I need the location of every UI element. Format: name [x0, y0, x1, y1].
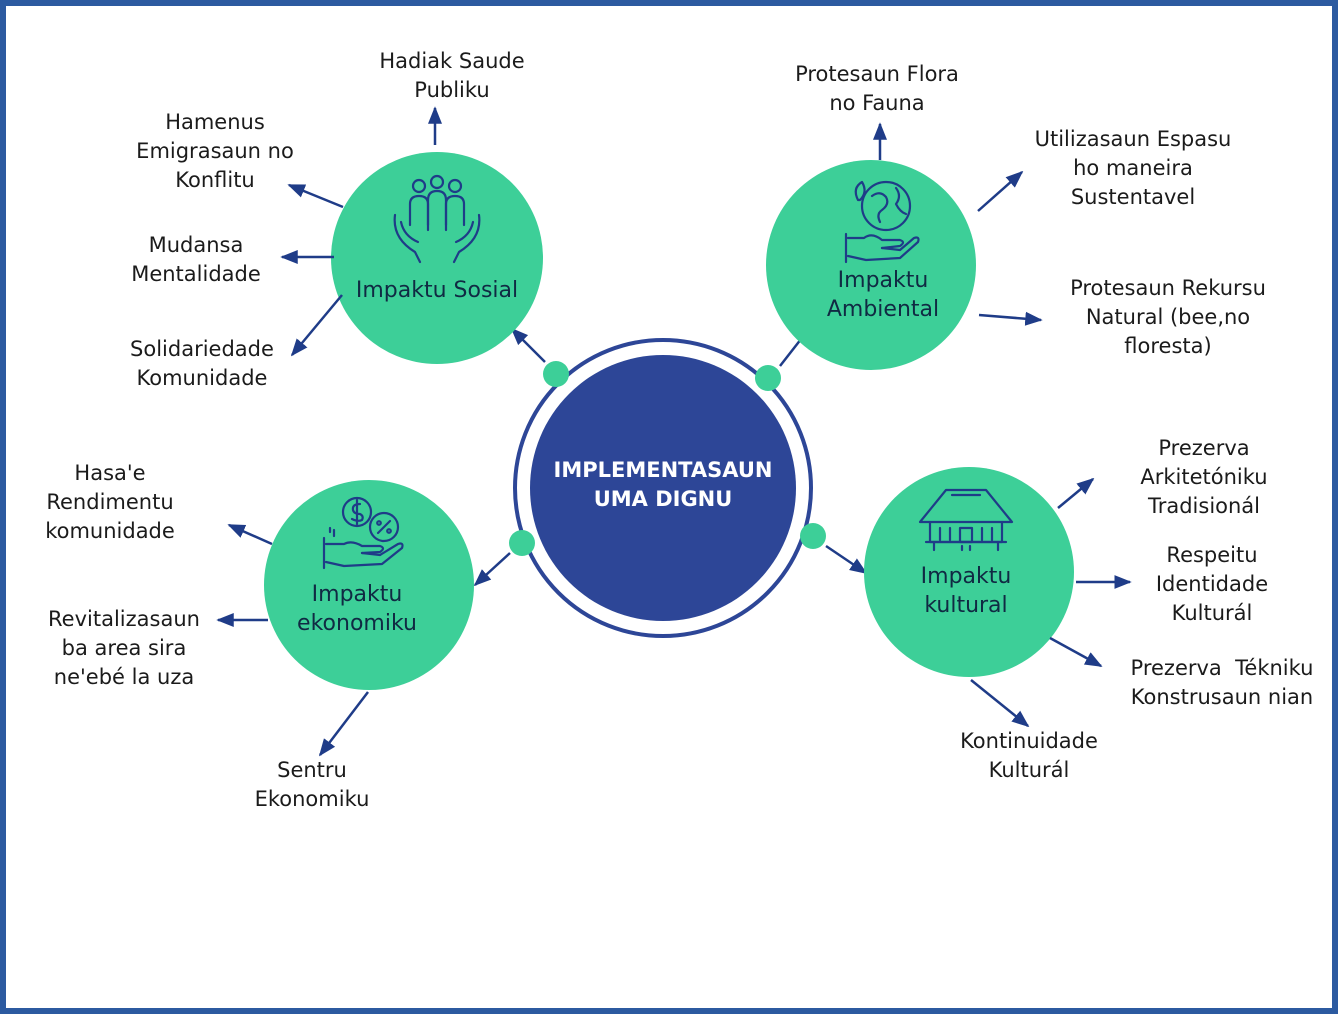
node-label-ekonomiku: Impaktu ekonomiku [297, 582, 417, 636]
arrow-rekursu [978, 311, 1043, 326]
arrow-tekniku [1049, 636, 1103, 668]
outer-arrows [216, 106, 1132, 757]
globe-in-hand-icon [844, 180, 920, 264]
people-in-hands-icon [393, 174, 481, 264]
item-identidade-kultural: Respeitu Identidade Kulturál [1155, 543, 1269, 625]
hub-title: IMPLEMENTASAUN UMA DIGNU [553, 458, 773, 511]
hub-circle [530, 355, 796, 621]
item-saude-publiku: Hadiak Saude Publiku [379, 49, 525, 102]
money-hand-icon [322, 496, 404, 570]
arrow-hub-ekonomiku [473, 552, 511, 587]
arrow-hub-kultural [825, 544, 868, 575]
arrow-emigrasaun [287, 183, 344, 209]
item-rendimentu-komunidade: Hasa'e Rendimentu komunidade [45, 461, 175, 543]
item-arkitetoniku-tradisional: Prezerva Arkitetóniku Tradisionál [1140, 436, 1268, 518]
item-sentru-ekonomiku: Sentru Ekonomiku [254, 758, 370, 811]
arrow-kontinuidade [970, 679, 1030, 728]
node-label-sosial: Impaktu Sosial [355, 278, 519, 303]
connector-dot-ekonomiku [509, 530, 535, 556]
arrow-rendimentu [227, 523, 273, 546]
traditional-house-icon [918, 488, 1014, 552]
item-emigrasaun-konflitu: Hamenus Emigrasaun no Konflitu [136, 110, 294, 192]
node-label-kultural: Impaktu kultural [920, 564, 1012, 618]
node-circle-sosial [331, 152, 543, 364]
item-kontinuidade-kultural: Kontinuidade Kulturál [960, 729, 1098, 782]
item-tekniku-konstrusaun: Prezerva Tékniku Konstrusaun nian [1130, 656, 1314, 709]
arrow-sentru [318, 691, 369, 757]
hub-arrows [473, 323, 868, 587]
node-label-ambiental: Impaktu Ambiental [826, 268, 940, 322]
item-mudansa-mentalidade: Mudansa Mentalidade [131, 233, 261, 286]
item-rekursu-natural: Protesaun Rekursu Natural (bee,no flores… [1070, 276, 1266, 358]
connector-dot-sosial [543, 361, 569, 387]
item-revitalizasaun-area: Revitalizasaun ba area sira ne'ebé la uz… [48, 607, 200, 689]
arrow-solidariedade [290, 294, 343, 357]
node-circle-ambiental [766, 160, 976, 370]
arrow-espasu [977, 170, 1024, 212]
item-flora-fauna: Protesaun Flora no Fauna [795, 62, 959, 115]
arrow-hub-sosial [510, 327, 546, 363]
node-circle-ekonomiku [264, 480, 474, 690]
node-circle-kultural [864, 467, 1074, 677]
item-espasu-sustentavel: Utilizasaun Espasu ho maneira Sustentave… [1034, 127, 1232, 209]
arrow-arkitetoniku [1057, 477, 1095, 509]
connector-dot-ambiental [755, 365, 781, 391]
item-solidariedade-komunidade: Solidariedade Komunidade [130, 337, 274, 390]
connector-dot-kultural [800, 523, 826, 549]
